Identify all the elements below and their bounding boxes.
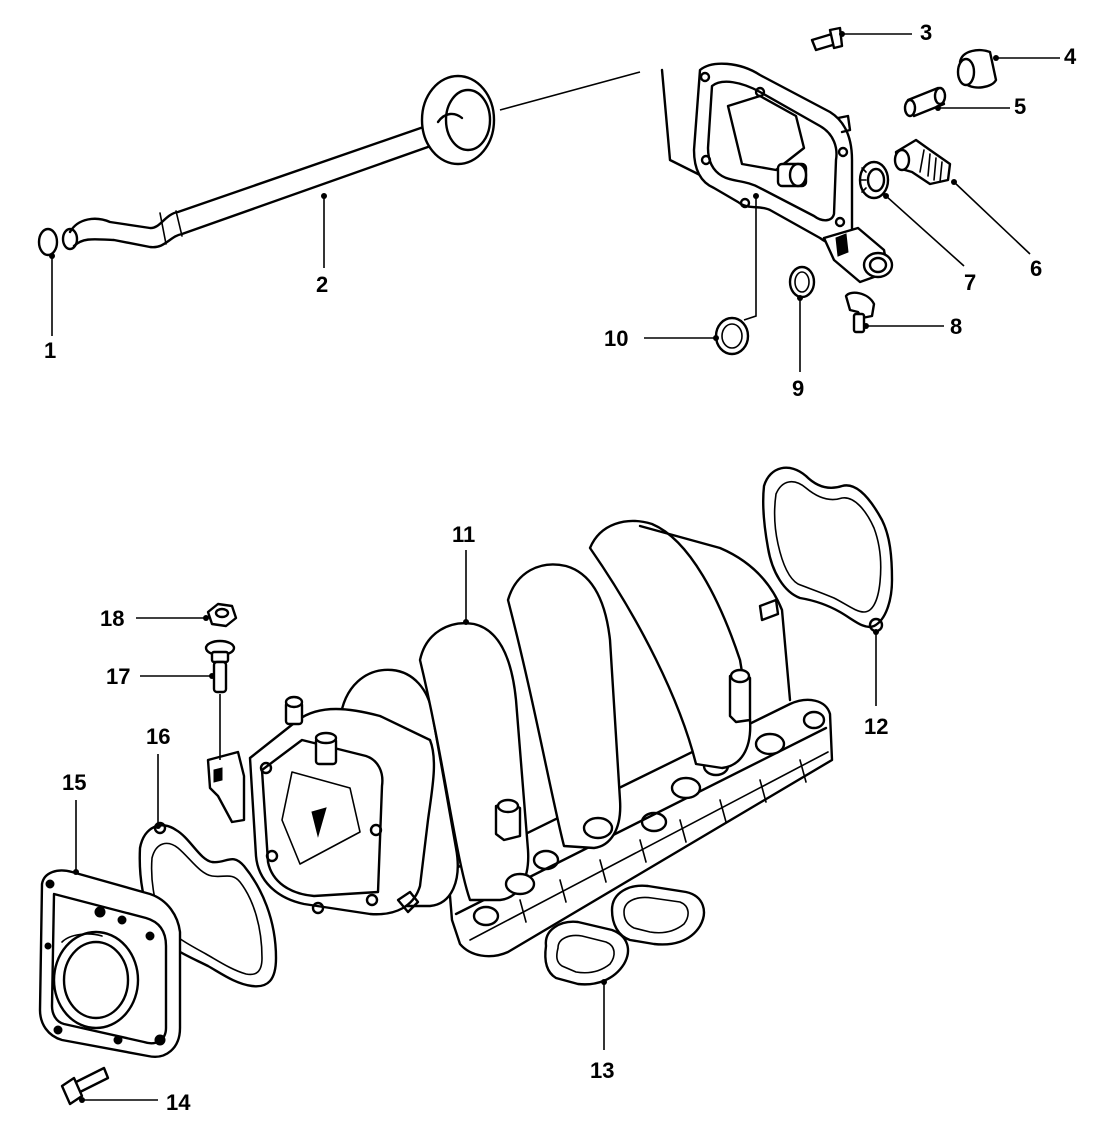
part-5-tube-connector xyxy=(903,86,947,118)
callout-17: 17 xyxy=(106,664,130,689)
callout-3: 3 xyxy=(920,20,932,45)
callout-9: 9 xyxy=(792,376,804,401)
callout-10: 10 xyxy=(604,326,628,351)
callout-14: 14 xyxy=(166,1090,191,1115)
part-17-stud xyxy=(204,639,236,760)
part-14-bolt xyxy=(60,1066,110,1106)
part-7-threaded-ring xyxy=(858,160,890,200)
part-1-o-ring xyxy=(37,227,59,257)
part-10-large-seal xyxy=(714,316,750,356)
part-11-intake-manifold xyxy=(206,519,834,958)
part-8-elbow-clamp xyxy=(844,291,876,334)
callout-11: 11 xyxy=(452,522,475,547)
callout-1: 1 xyxy=(44,338,56,363)
callout-labels: 1 2 3 4 5 6 7 8 9 10 11 12 13 14 15 16 1… xyxy=(44,20,1077,1115)
callout-13: 13 xyxy=(590,1058,614,1083)
callout-5: 5 xyxy=(1014,94,1026,119)
part-6-elbow-fitting xyxy=(893,138,952,186)
leader-flange-to-housing xyxy=(499,71,641,111)
callout-12: 12 xyxy=(864,714,888,739)
part-9-seal-ring xyxy=(788,265,816,299)
callout-18: 18 xyxy=(100,606,124,631)
part-15-throttle-body xyxy=(38,869,182,1058)
callout-8: 8 xyxy=(950,314,962,339)
part-18-nut xyxy=(206,602,238,628)
part-3-bolt xyxy=(810,26,844,52)
callout-16: 16 xyxy=(146,724,170,749)
callout-15: 15 xyxy=(62,770,86,795)
callout-7: 7 xyxy=(964,270,976,295)
part-housing-cover xyxy=(660,62,894,284)
part-2-tube-with-flange xyxy=(61,74,496,251)
callout-6: 6 xyxy=(1030,256,1042,281)
part-12-gasket xyxy=(762,466,894,633)
callout-2: 2 xyxy=(316,272,328,297)
part-13-port-gaskets xyxy=(544,884,706,986)
leader-lines xyxy=(49,31,1060,1103)
part-4-cap xyxy=(956,48,998,89)
callout-4: 4 xyxy=(1064,44,1077,69)
